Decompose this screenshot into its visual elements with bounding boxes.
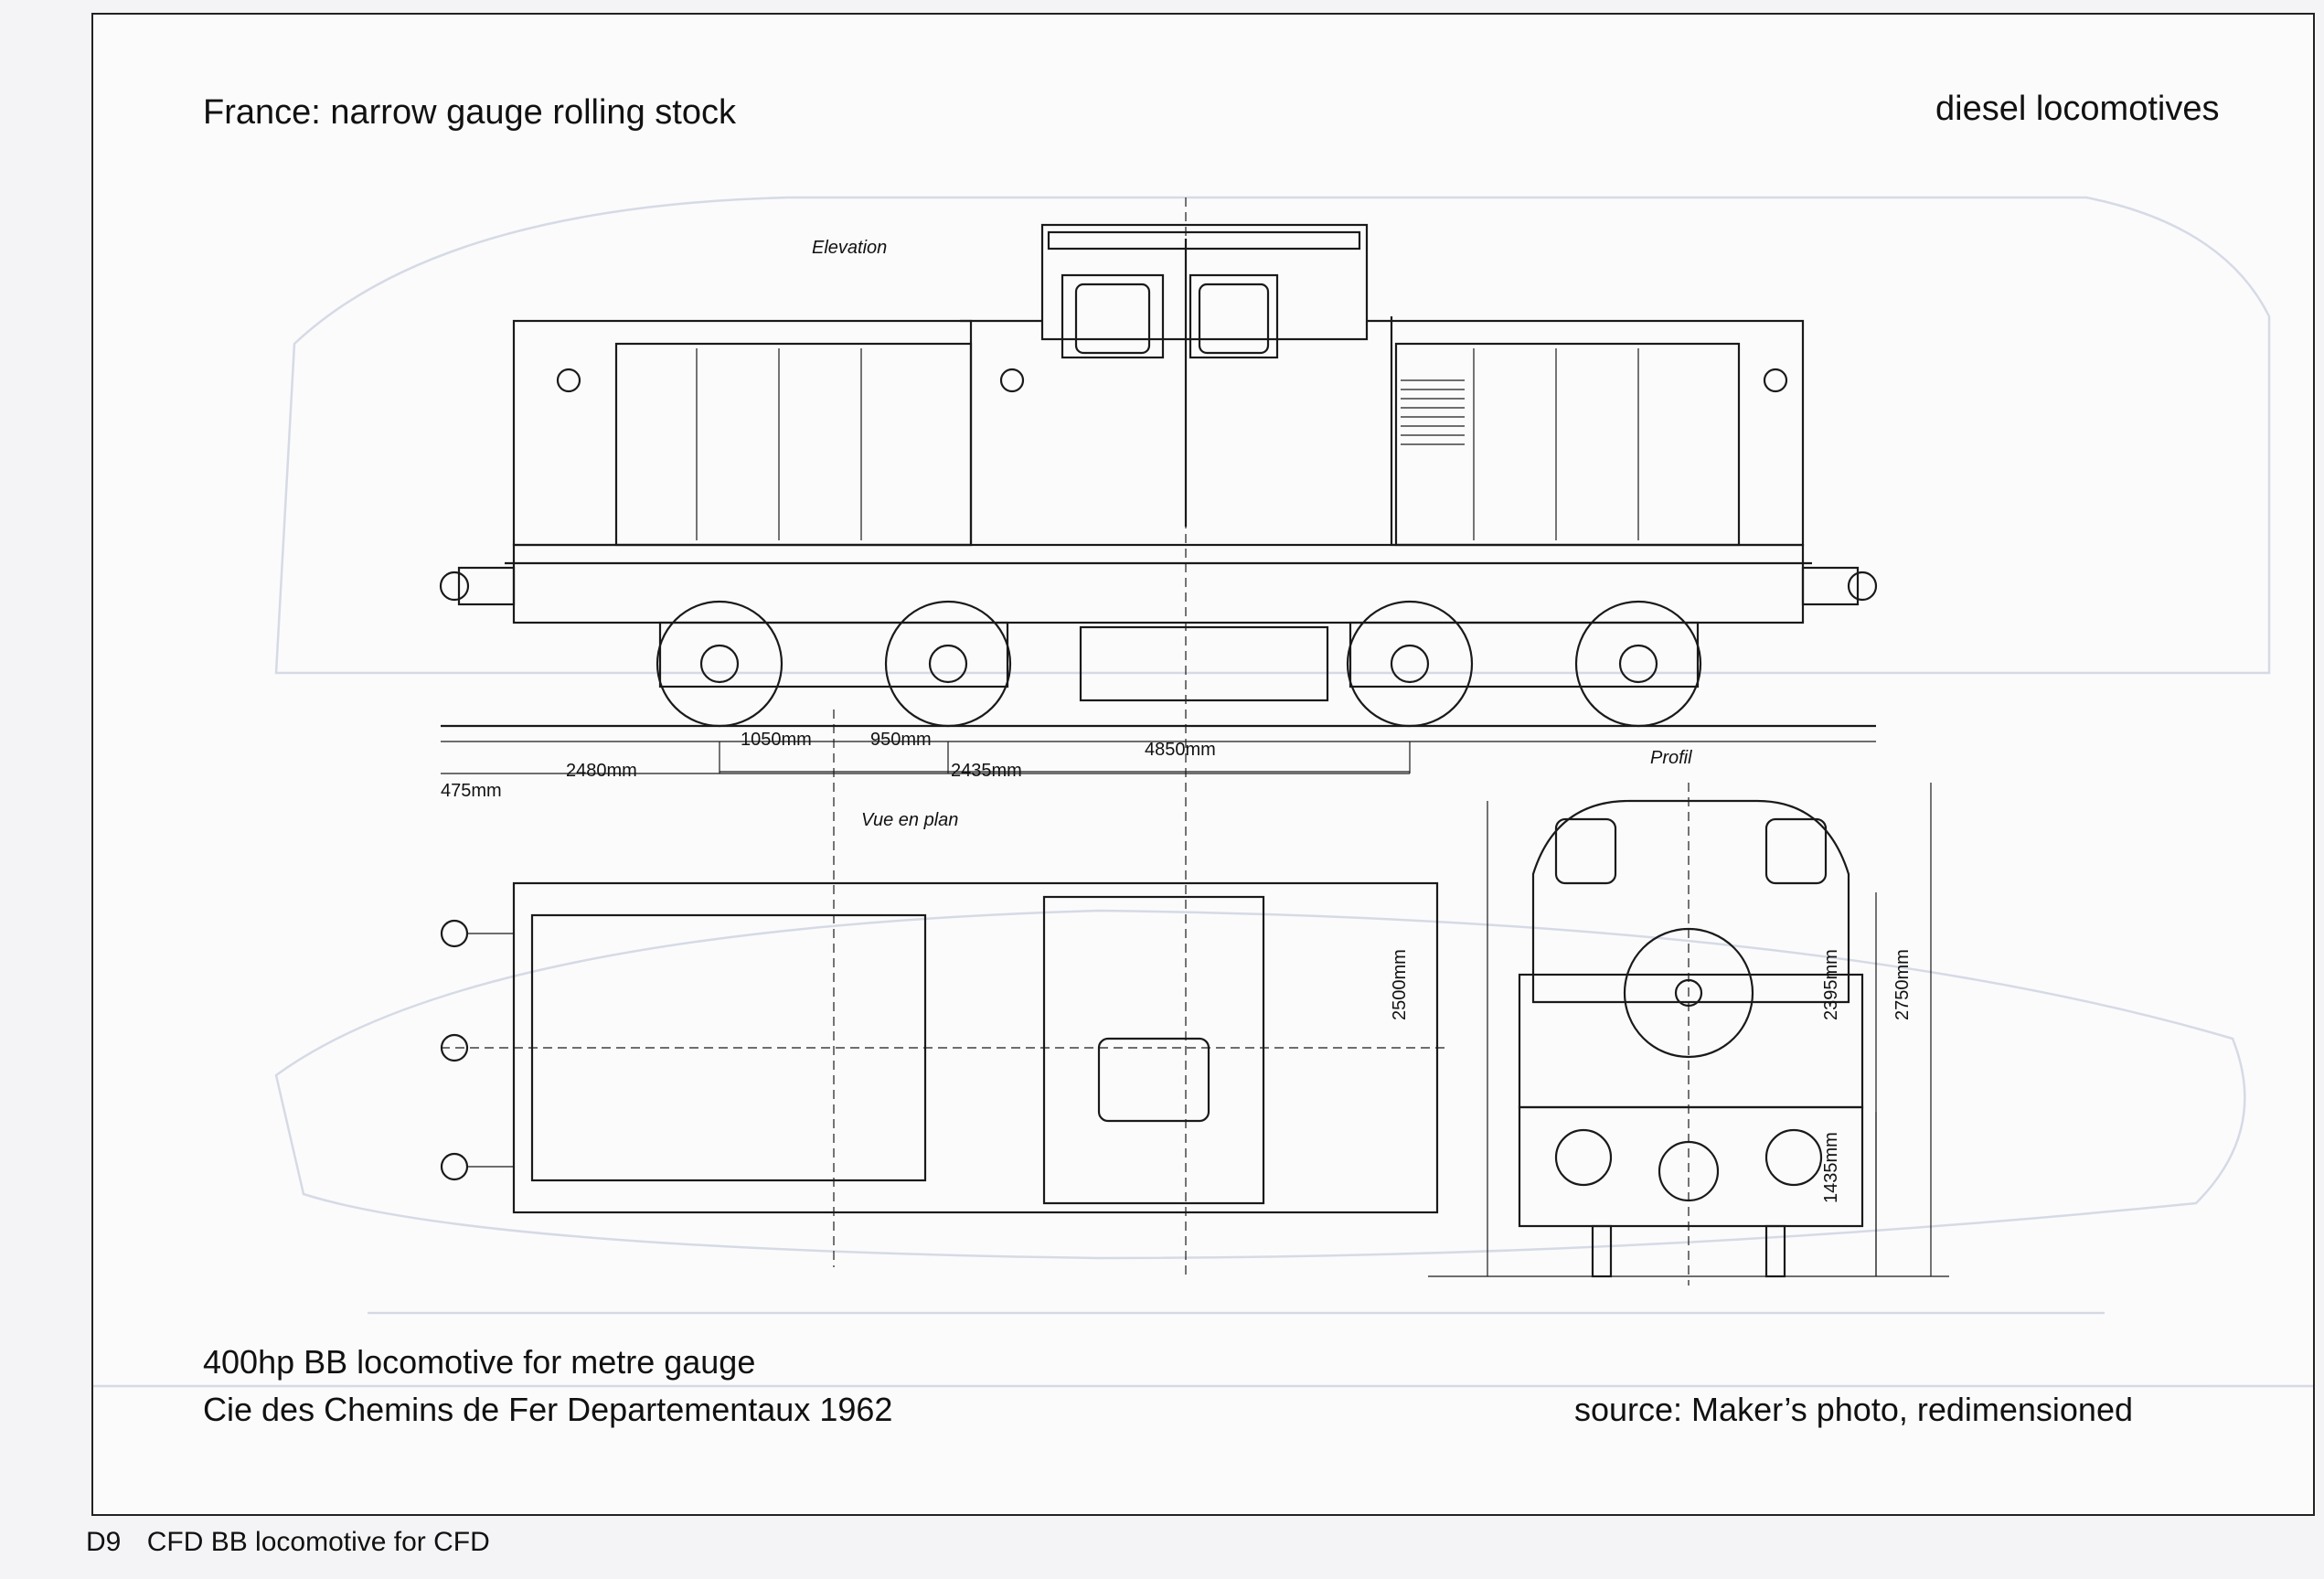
dim-2500: 2500mm [1390,949,1410,1020]
dim-2750: 2750mm [1892,949,1913,1020]
radiator-grille [1401,379,1465,445]
profile-label: Profil [1650,748,1692,768]
header-left-title: France: narrow gauge rolling stock [203,93,736,132]
dim-1050: 1050mm [741,730,812,750]
plan-view [440,881,1446,1214]
dim-950: 950mm [870,730,932,750]
dim-4850: 4850mm [1145,740,1216,760]
caption-line-1: 400hp BB locomotive for metre gauge [203,1343,756,1381]
dim-2435: 2435mm [951,761,1022,781]
profile-view [1428,783,1949,1286]
caption-source: source: Maker’s photo, redimensioned [1574,1391,2133,1428]
header-right-title: diesel locomotives [1935,90,2220,128]
locomotive-drawing [93,196,2313,1388]
dim-2395: 2395mm [1821,949,1841,1020]
page-number: 233 [0,759,5,806]
dim-1435: 1435mm [1821,1132,1841,1203]
plan-label: Vue en plan [861,810,959,830]
elevation-label: Elevation [812,238,888,258]
footer-code: D9 [86,1527,122,1557]
right-bogie [1346,600,1702,728]
drawing-sheet: France: narrow gauge rolling stock diese… [91,13,2315,1516]
caption-line-2: Cie des Chemins de Fer Departementaux 19… [203,1391,893,1428]
dim-475: 475mm [441,781,502,801]
dim-2480: 2480mm [566,761,637,781]
footer-title: CFD BB locomotive for CFD [146,1527,490,1557]
left-bogie [656,600,1012,728]
show-through-artwork [93,196,2313,1388]
footer: D9 CFD BB locomotive for CFD [86,1527,490,1558]
dimension-lines [441,741,1876,774]
elevation-view [439,197,1878,1276]
